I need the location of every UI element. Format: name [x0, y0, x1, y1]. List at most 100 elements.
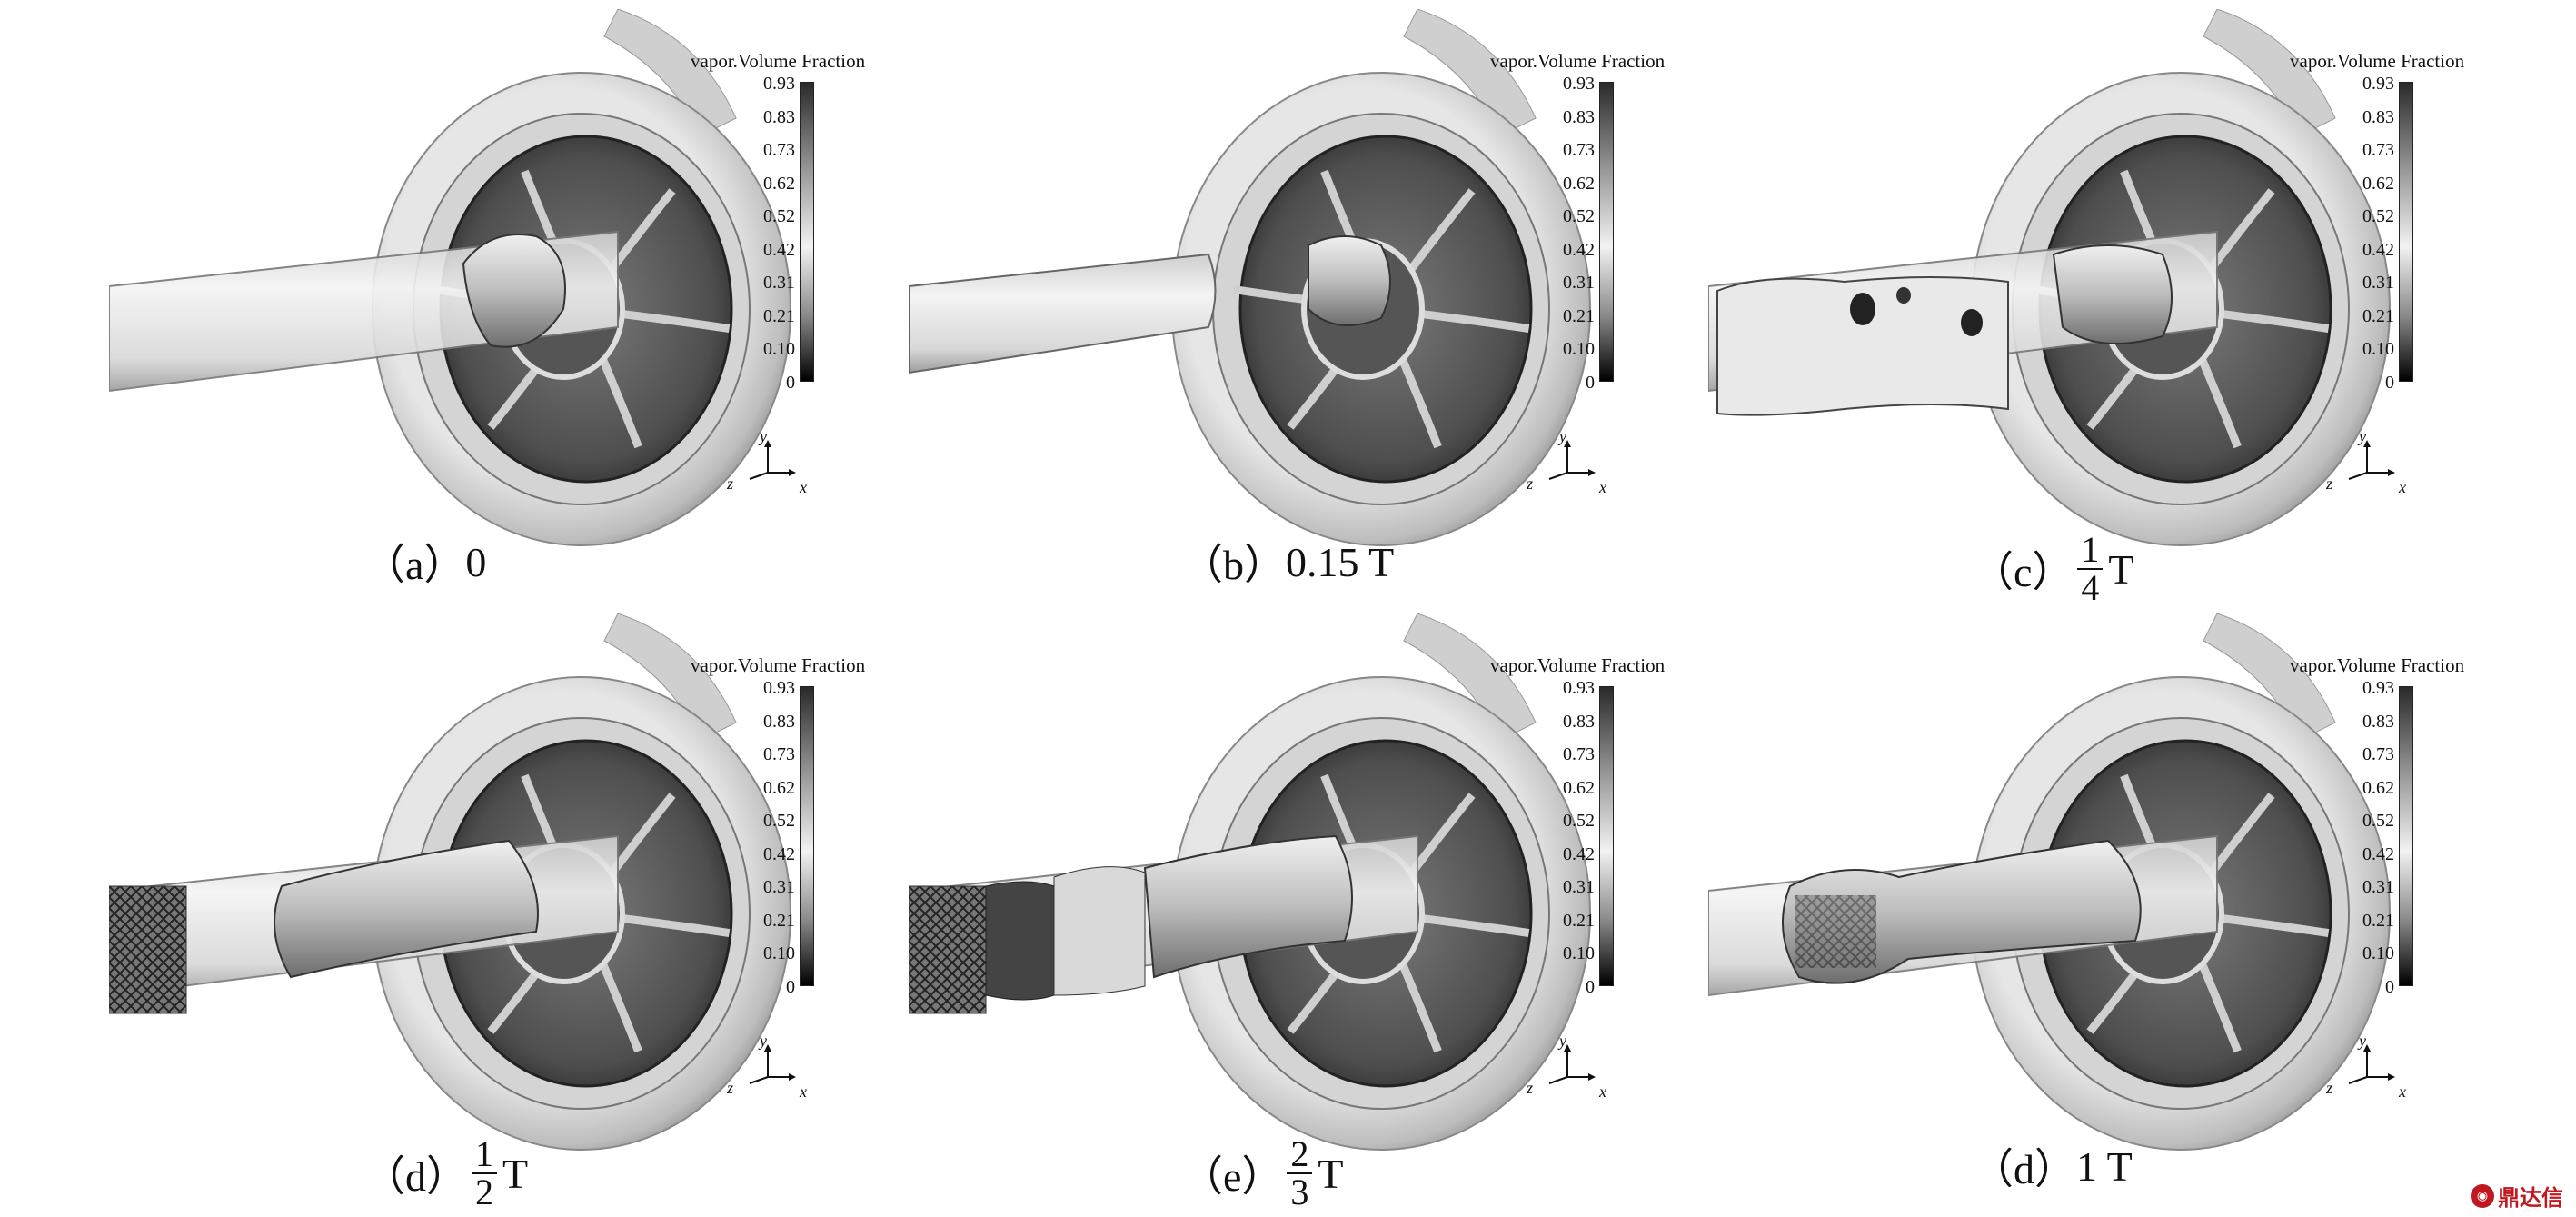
colorbar-tick-label: 0.73 — [1563, 744, 1595, 764]
caption-label: （d） — [1972, 1146, 2076, 1192]
fraction-denominator: 4 — [2081, 567, 2100, 608]
axis-triad-icon — [1548, 440, 1596, 480]
caption-value: 1 T — [2076, 1142, 2133, 1190]
colorbar-tick-label: 0.52 — [763, 811, 795, 831]
colorbar-tick-label: 0.10 — [763, 339, 795, 359]
colorbar-tick-label: 0.31 — [763, 877, 795, 897]
colorbar-title: vapor.Volume Fraction — [691, 654, 866, 676]
caption-label: （c） — [1972, 549, 2074, 595]
axis-label-x: x — [2399, 478, 2406, 496]
colorbar-tick-label: 0.42 — [2362, 843, 2394, 864]
colorbar-tick-label: 0 — [1586, 976, 1595, 997]
colorbar-tick-label: 0.73 — [763, 140, 795, 160]
axis-label-z: z — [727, 1079, 734, 1097]
colorbar-tick-label: 0.10 — [763, 943, 795, 963]
caption-label: （e） — [1181, 1153, 1284, 1200]
colorbar-tick-label: 0.93 — [763, 74, 795, 94]
colorbar-title: vapor.Volume Fraction — [1490, 50, 1666, 72]
colorbar-tick-label: 0.21 — [1563, 305, 1595, 326]
axis-triad-icon — [2348, 440, 2395, 480]
colorbar-tick-label: 0.62 — [763, 173, 795, 194]
colorbar-tick-label: 0.83 — [763, 106, 795, 127]
axis-triad-icon — [1548, 1044, 1596, 1084]
fraction-numerator: 2 — [1287, 1136, 1313, 1174]
colorbar-tick-label: 0.31 — [2362, 273, 2394, 293]
axis-label-z: z — [727, 474, 734, 493]
colorbar-title: vapor.Volume Fraction — [2290, 654, 2465, 676]
fraction-denominator: 2 — [475, 1172, 493, 1212]
colorbar-tick-label: 0.21 — [2362, 305, 2394, 326]
colorbar-tick-label: 0.21 — [2362, 910, 2394, 931]
watermark-text: 鼎达信 — [2498, 1185, 2563, 1211]
pump-cavitation-render — [909, 9, 1591, 546]
colorbar — [1599, 82, 1614, 382]
axis-triad-icon — [749, 1044, 796, 1084]
axis-label-x: x — [800, 478, 807, 496]
colorbar — [2399, 686, 2413, 986]
colorbar-tick-label: 0.10 — [1563, 339, 1595, 359]
colorbar-tick-label: 0.62 — [1563, 777, 1595, 798]
colorbar-tick-label: 0.52 — [2362, 206, 2394, 226]
colorbar-tick-label: 0.83 — [2362, 106, 2394, 127]
pump-cavitation-render — [109, 613, 791, 1151]
colorbar-tick-label: 0.83 — [1563, 106, 1595, 127]
colorbar-tick-label: 0.73 — [2362, 744, 2394, 764]
axis-label-z: z — [1527, 474, 1534, 493]
colorbar-tick-label: 0 — [786, 372, 795, 393]
axis-triad-icon — [2348, 1044, 2395, 1084]
colorbar-tick-label: 0.42 — [1563, 843, 1595, 864]
axis-label-x: x — [1599, 478, 1606, 496]
colorbar-tick-label: 0.93 — [2362, 74, 2394, 94]
caption-unit: T — [2108, 545, 2134, 593]
colorbar-tick-label: 0.52 — [2362, 811, 2394, 831]
colorbar-title: vapor.Volume Fraction — [691, 50, 866, 72]
watermark-logo: ◉ 鼎达信 — [2471, 1180, 2563, 1212]
pump-cavitation-render — [1708, 613, 2391, 1151]
axis-label-z: z — [1527, 1079, 1534, 1097]
colorbar-tick-label: 0.93 — [763, 678, 795, 698]
colorbar-tick-label: 0.31 — [2362, 877, 2394, 897]
axis-label-x: x — [2399, 1082, 2406, 1101]
axis-label-z: z — [2326, 474, 2333, 493]
fraction-numerator: 1 — [2077, 532, 2104, 570]
colorbar-tick-label: 0.10 — [2362, 943, 2394, 963]
axis-label-y: y — [760, 427, 767, 445]
colorbar — [800, 82, 814, 382]
colorbar-tick-label: 0.62 — [2362, 173, 2394, 194]
caption-label: （a） — [363, 542, 466, 588]
colorbar-tick-label: 0.31 — [1563, 273, 1595, 293]
caption-label: （b） — [1181, 542, 1286, 588]
fraction-denominator: 3 — [1290, 1172, 1309, 1212]
colorbar-tick-label: 0.83 — [2362, 711, 2394, 732]
caption-unit: T — [1318, 1150, 1344, 1197]
colorbar-tick-label: 0.42 — [763, 239, 795, 260]
colorbar-tick-label: 0.31 — [1563, 877, 1595, 897]
colorbar-tick-label: 0.21 — [763, 910, 795, 931]
colorbar-tick-label: 0.42 — [2362, 239, 2394, 260]
colorbar-tick-label: 0.73 — [2362, 140, 2394, 160]
colorbar-tick-label: 0 — [786, 976, 795, 997]
colorbar — [800, 686, 814, 986]
colorbar-tick-label: 0.73 — [763, 744, 795, 764]
colorbar-tick-label: 0.62 — [763, 777, 795, 798]
axis-label-y: y — [2359, 427, 2366, 445]
colorbar-tick-label: 0.52 — [763, 206, 795, 226]
colorbar-tick-label: 0 — [2385, 372, 2394, 393]
colorbar-tick-label: 0.52 — [1563, 811, 1595, 831]
colorbar — [1599, 686, 1614, 986]
colorbar-tick-label: 0.42 — [1563, 239, 1595, 260]
panel-caption: （b）0.15 T — [1181, 532, 1394, 592]
axis-triad-icon — [749, 440, 796, 480]
colorbar-tick-label: 0.83 — [763, 711, 795, 732]
axis-label-y: y — [1559, 1032, 1566, 1050]
